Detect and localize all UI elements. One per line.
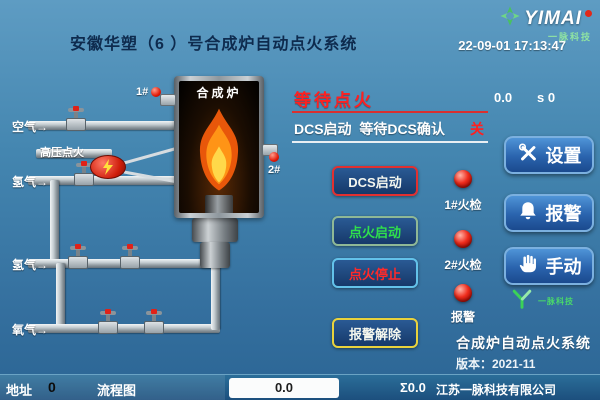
hand-icon [517,253,539,280]
label-oxygen: 氧气→ [12,323,49,337]
phase-value: 0.0 [494,90,513,105]
alarm-lamp [454,284,472,302]
alarm-button[interactable]: 报警 [504,194,594,232]
alarm-clear-label: 报警解除 [348,326,401,342]
flame-detector-1-lamp [454,170,472,188]
value-display[interactable]: 0.0 [229,378,339,398]
dcs-underline [292,141,488,143]
label-high-voltage-ignition: 高压点火 [40,147,84,159]
pipe-hydrogen-1 [28,176,178,185]
ignition-start-button[interactable]: 点火启动 [332,216,418,246]
pipe-vertical-left-upper [50,180,59,266]
system-name: 合成炉自动点火系统 [456,335,591,351]
settings-label: 设置 [545,146,582,166]
flame-detector-1-label: 1#火检 [444,198,482,212]
phase-underline [292,111,488,113]
furnace: 合成炉 [174,76,264,218]
pinwheel-logo-icon [499,5,521,32]
valve-air [64,106,88,131]
alarm-lamp-label: 报警 [450,310,475,324]
burner-cylinder-lower [200,242,230,268]
pipe-vertical-left-lower [56,263,65,331]
ignition-start-label: 点火启动 [348,224,401,240]
version-text: 版本：2021-11 [456,357,536,371]
valve-oxygen-a [96,309,120,334]
dcs-start-label: DCS启动 [348,174,402,190]
address-label: 地址 [6,383,33,398]
burner-tag-2-lamp [269,152,280,162]
brand-small: 一脉科技 [510,288,574,315]
flow-chart-button[interactable]: 流程图 [97,383,137,398]
burner-tag-2-label: 2# [268,164,281,176]
pipe-oxygen [28,324,220,333]
dcs-start-button[interactable]: DCS启动 [332,166,418,196]
ignition-stop-label: 点火停止 [348,266,401,282]
burner-tag-1: 1# [136,86,162,98]
igniter-spark-icon [90,155,126,179]
logo-text: YIMAI [524,7,582,29]
company-logo: YIMAI 一脉科技 [499,5,592,43]
bell-icon [517,200,539,227]
dcs-status-text: DCS启动 等待DCS确认 [294,121,445,137]
pipe-ignition [36,149,112,158]
footer-bar: 地址 0 流程图 0.0 Σ0.0 江苏一脉科技有限公司 [0,374,600,400]
alarm-menu-label: 报警 [545,204,582,224]
furnace-chamber: 合成炉 [179,81,259,213]
burner-tag-1-lamp [151,87,162,97]
logo-red-dot-icon [585,10,592,17]
burner-tag-2: 2# [268,152,280,176]
settings-icon [517,142,539,169]
burner-cylinder-upper [192,218,238,242]
page-title: 安徽华塑（6 ）号合成炉自动点火系统 [70,36,358,53]
label-hydrogen-1: 氢气→ [12,175,49,189]
brand-small-text: 一脉科技 [538,297,574,306]
y-logo-icon [510,288,534,315]
valve-oxygen-b [142,309,166,334]
ignition-stop-button[interactable]: 点火停止 [332,258,418,288]
burner-stub [205,195,233,213]
valve-hydrogen-2a [66,244,90,269]
label-hydrogen-2: 氢气→ [12,258,49,272]
flame-detector-2-lamp [454,230,472,248]
dcs-state: 关 [470,121,484,137]
phase-unit: s 0 [537,90,556,105]
flame-icon [192,104,246,201]
total-value: Σ0.0 [400,380,426,395]
valve-hydrogen-2b [118,244,142,269]
logo-subtitle: 一脉科技 [547,32,592,42]
nozzle-1 [160,94,176,106]
datetime: 22-09-01 17:13:47 [458,38,566,53]
valve-hydrogen-1 [72,161,96,186]
manual-button[interactable]: 手动 [504,247,594,285]
settings-button[interactable]: 设置 [504,136,594,174]
address-value[interactable]: 0 [48,379,56,395]
pipe-burner-riser [211,264,220,330]
phase-status: 等待点火 [294,91,374,110]
furnace-label: 合成炉 [196,86,242,100]
alarm-clear-button[interactable]: 报警解除 [332,318,418,348]
flame-detector-2-label: 2#火检 [444,258,482,272]
pipe-air [28,121,178,130]
manual-label: 手动 [545,257,582,277]
burner-tag-1-label: 1# [136,86,149,98]
footer-left-panel [0,375,225,400]
company-name: 江苏一脉科技有限公司 [436,383,557,397]
label-air: 空气→ [12,120,49,134]
